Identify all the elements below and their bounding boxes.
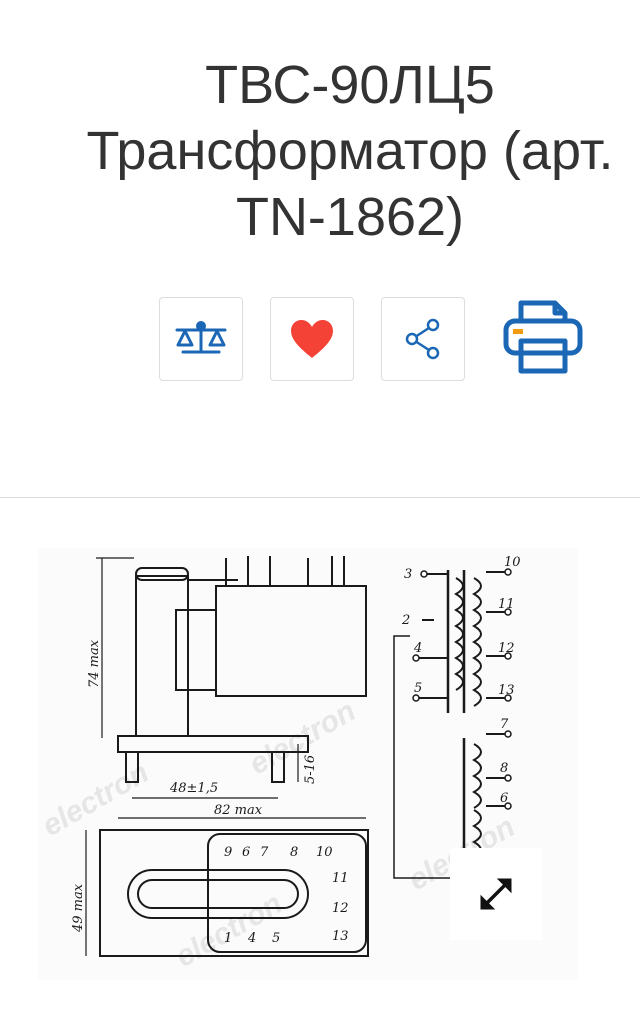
base-plate — [117, 735, 309, 753]
compare-button[interactable] — [159, 297, 243, 381]
pin-label: 8 — [500, 761, 508, 776]
base-pin-label: 9 — [224, 845, 232, 860]
core-clip — [135, 567, 189, 581]
base-pin-label: 1 — [224, 931, 232, 946]
product-title-line-1: ТВС-90ЛЦ5 — [205, 55, 495, 115]
expand-image-button[interactable] — [450, 848, 542, 940]
base-pin-label: 12 — [332, 901, 349, 916]
heart-icon — [291, 320, 333, 358]
print-button[interactable] — [498, 292, 588, 382]
pin-label: 6 — [500, 791, 508, 806]
dimension-height-label: 74 max — [87, 639, 102, 688]
transformer-coil — [215, 585, 367, 697]
pin-label: 2 — [401, 613, 410, 628]
pin-label: 10 — [504, 555, 521, 570]
product-title-line-2: Трансформатор (арт. — [86, 121, 614, 181]
share-icon — [405, 318, 440, 360]
base-pin-label: 5 — [272, 931, 280, 946]
favorite-button[interactable] — [270, 297, 354, 381]
share-button[interactable] — [381, 297, 465, 381]
product-title-line-3: TN-1862) — [235, 187, 465, 247]
base-pin-label: 8 — [290, 845, 298, 860]
scales-icon — [175, 321, 227, 354]
dimension-side-label: 5-16 — [303, 755, 318, 784]
base-pin-label: 6 — [242, 845, 250, 860]
product-title: ТВС-90ЛЦ5 Трансформатор (арт. TN-1862) — [0, 52, 640, 250]
pin-label: 4 — [413, 641, 422, 656]
base-view — [99, 829, 369, 957]
base-pin-label: 13 — [332, 929, 349, 944]
base-pin-label: 4 — [247, 931, 256, 946]
dimension-pins-label: 48±1,5 — [169, 781, 218, 796]
pin-label: 11 — [498, 597, 515, 612]
expand-arrows-icon — [480, 878, 512, 910]
pin-label: 13 — [498, 683, 515, 698]
pin-label: 7 — [500, 717, 509, 732]
pin-label: 5 — [414, 681, 422, 696]
pin-label: 12 — [498, 641, 515, 656]
base-pin-label: 7 — [260, 845, 269, 860]
printer-icon — [503, 300, 583, 374]
base-pin-label: 10 — [316, 845, 333, 860]
pin-label: 3 — [404, 567, 412, 582]
base-pin-label: 11 — [332, 871, 349, 886]
transformer-core — [135, 575, 189, 737]
dimension-width-label: 82 max — [214, 803, 263, 818]
dimension-base-label: 49 max — [71, 883, 86, 933]
